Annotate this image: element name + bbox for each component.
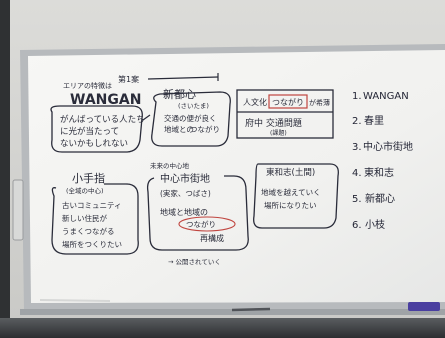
kobuchi-bubble <box>51 183 139 255</box>
board-side-clip <box>12 179 24 241</box>
ranking-list: 1. WANGAN 2. 春里 3. 中心市街地 4. 東和志 5. 新都心 6… <box>352 91 413 231</box>
note-jinbun: 人文化 つながり が希薄 府中 交通問題 (課題) <box>236 89 334 139</box>
wangan-body-3: ないかもしれない <box>60 139 128 149</box>
naka-body-3: 再構成 <box>200 233 224 243</box>
list-num-6: 6. <box>352 220 362 231</box>
floor <box>0 318 445 338</box>
shinto-sub: (さいたま) <box>178 102 209 110</box>
list-num-1: 1. <box>352 91 362 102</box>
note-wangan: エリアの特徴は WANGAN がんばっている人たち に光が当たって ないかもしれ… <box>50 81 145 153</box>
first-plan-label: 第1案 <box>118 74 139 84</box>
naka-circle <box>178 216 236 232</box>
list-num-2: 2. <box>352 116 362 127</box>
shinto-pointer <box>142 114 151 121</box>
note-higashi: 東和志(土間) 地域を越えていく 場所になりたい <box>253 163 339 229</box>
list-label-6: 小枝 <box>365 218 385 231</box>
higashi-bubble <box>253 163 339 229</box>
naka-sub: (実家、つばさ) <box>160 188 211 198</box>
higashi-title: 東和志(土間) <box>266 167 315 178</box>
wangan-body-2: に光が当たって <box>60 126 119 137</box>
jinbun-red-box <box>268 94 308 109</box>
eraser <box>408 302 440 311</box>
shinto-body-3: つながり <box>190 124 220 134</box>
jinbun-box <box>236 89 334 139</box>
note-kobuchi: 小手指 (全域の中心) 古いコミュニティ 新しい住民が うまくつながる 場所をつ… <box>51 171 139 255</box>
shinto-body-1: 交通の便が良く <box>164 113 217 123</box>
smudge <box>39 299 111 302</box>
top-arrow <box>147 76 219 80</box>
kobuchi-sub: (全域の中心) <box>66 186 104 195</box>
kobuchi-title: 小手指 <box>72 171 105 185</box>
list-num-3: 3. <box>352 142 362 153</box>
list-label-3: 中心市街地 <box>363 140 413 153</box>
wangan-bubble <box>50 105 143 153</box>
wangan-body-1: がんばっている人たち <box>60 114 145 125</box>
kobuchi-body-4: 場所をつくりたい <box>62 239 122 249</box>
shinto-bubble <box>151 91 231 147</box>
kobuchi-body-2: 新しい住民が <box>62 213 107 223</box>
naka-caption: 未来の中心地 <box>150 161 190 170</box>
jinbun-line1-pre: 人文化 <box>243 97 267 107</box>
jinbun-line1-post: が希薄 <box>309 98 330 107</box>
wangan-caption: エリアの特徴は <box>63 81 112 90</box>
naka-body-2: つながり <box>186 219 216 229</box>
shinto-body-2: 地域との <box>164 124 194 134</box>
jinbun-line2: 府中 交通問題 <box>245 117 302 129</box>
higashi-body-1: 地域を越えていく <box>261 187 321 197</box>
kobuchi-body-1: 古いコミュニティ <box>62 200 122 210</box>
note-naka: 未来の中心地 中心市街地 (実家、つばさ) 地域と地域の つながり 再構成 → … <box>146 161 249 266</box>
list-label-4: 東和志 <box>364 166 394 179</box>
jinbun-line1-boxed: つながり <box>272 97 304 107</box>
naka-footer: → 公開されていく <box>168 258 221 266</box>
marker-tray <box>20 309 445 315</box>
left-shadow <box>0 0 10 338</box>
naka-title: 中心市街地 <box>160 172 210 185</box>
naka-bubble <box>146 175 249 251</box>
wangan-title: WANGAN <box>70 92 141 108</box>
list-label-1: WANGAN <box>363 91 409 102</box>
list-num-5: 5. <box>352 194 362 205</box>
kobuchi-body-3: うまくつながる <box>62 226 115 236</box>
higashi-body-2: 場所になりたい <box>264 200 317 210</box>
list-num-4: 4. <box>352 168 362 179</box>
naka-body-1: 地域と地域の <box>160 207 208 217</box>
note-shinto: 新都心 (さいたま) 交通の便が良く 地域との つながり <box>142 87 231 147</box>
list-label-2: 春里 <box>364 115 384 127</box>
tray-markers <box>231 307 271 312</box>
jinbun-line2-sub: (課題) <box>270 129 287 137</box>
list-label-5: 新都心 <box>365 192 395 205</box>
